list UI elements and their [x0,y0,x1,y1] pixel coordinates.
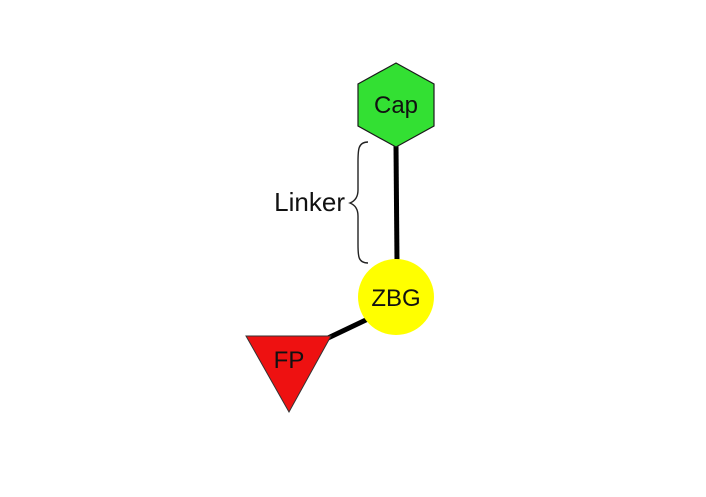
zbg-node: ZBG [358,259,434,335]
zbg-fp-bond [326,315,372,341]
zbg-circle [358,259,434,335]
linker-bond [393,145,400,263]
fp-triangle [245,335,332,414]
fp-label: FP [274,347,305,374]
linker-label: Linker [274,187,345,217]
fp-node: FP [245,335,332,414]
zbg-label: ZBG [371,285,420,312]
cap-node: Cap [357,62,435,148]
brace-path [348,141,369,264]
linker-brace: Linker [274,141,369,264]
cap-hexagon [357,62,435,148]
cap-label: Cap [374,92,418,119]
